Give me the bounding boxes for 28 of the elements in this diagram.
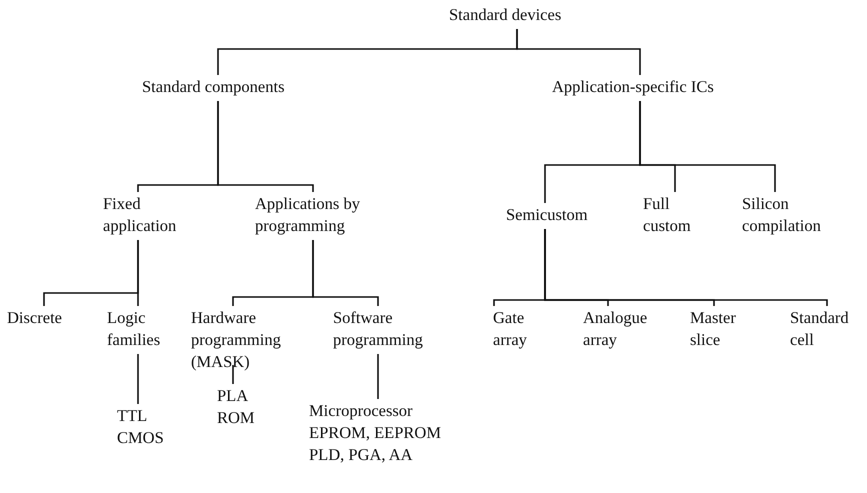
connector-line bbox=[544, 229, 828, 306]
connector-line bbox=[232, 364, 234, 384]
category-label: TTL CMOS bbox=[117, 405, 172, 449]
category-label: Logic families bbox=[107, 307, 169, 351]
category-label: Hardware programming (MASK) bbox=[191, 307, 301, 373]
category-label: Software programming bbox=[333, 307, 433, 351]
connector-line bbox=[516, 29, 641, 75]
connector-line bbox=[639, 101, 776, 192]
category-label: Silicon compilation bbox=[742, 193, 842, 237]
category-label: Full custom bbox=[643, 193, 703, 237]
connector-line bbox=[137, 354, 139, 404]
connector-line bbox=[312, 240, 379, 306]
category-label: Fixed application bbox=[103, 193, 193, 237]
category-label: Standard devices bbox=[449, 4, 589, 26]
connector-line bbox=[217, 101, 314, 192]
category-label: Application-specific ICs bbox=[552, 76, 752, 98]
category-label: PLA ROM bbox=[217, 385, 262, 429]
category-label: Standard cell bbox=[790, 307, 860, 351]
connector-line bbox=[137, 240, 139, 306]
category-label: Applications by programming bbox=[255, 193, 380, 237]
connector-line bbox=[377, 354, 379, 399]
category-label: Discrete bbox=[7, 307, 82, 329]
category-label: Microprocessor EPROM, EEPROM PLD, PGA, AA bbox=[309, 400, 459, 466]
category-label: Analogue array bbox=[583, 307, 658, 351]
category-label: Master slice bbox=[690, 307, 750, 351]
category-label: Gate array bbox=[493, 307, 538, 351]
category-label: Standard components bbox=[142, 76, 312, 98]
category-label: Semicustom bbox=[506, 204, 601, 226]
